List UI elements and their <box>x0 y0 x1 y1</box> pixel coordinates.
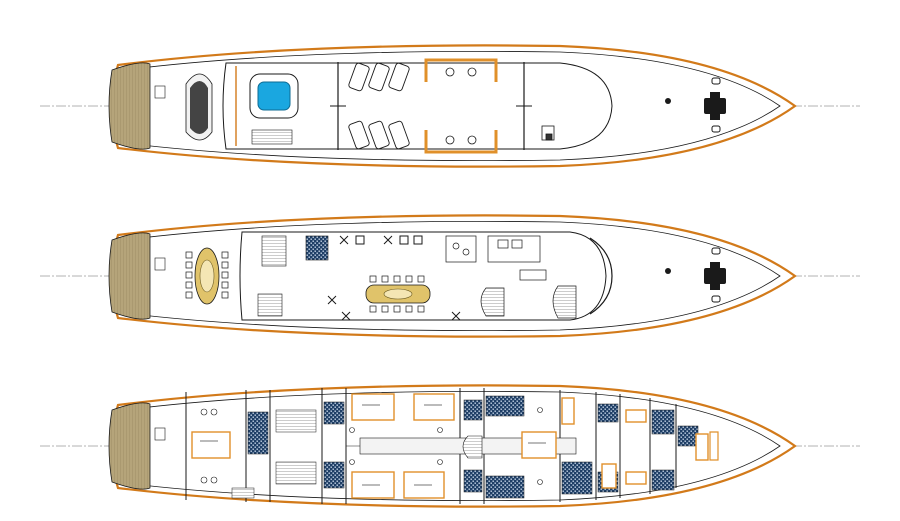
sunbed-icon <box>388 62 410 92</box>
main-deck <box>40 214 860 338</box>
sunbed-icon <box>368 62 390 92</box>
spiral-stair-fore <box>552 285 577 319</box>
day-head <box>305 235 329 261</box>
hull-inner-line <box>123 50 781 162</box>
sun-deck <box>40 44 860 168</box>
sunbeds <box>348 62 410 150</box>
aft-stairs-lower <box>257 293 283 317</box>
anchor-windlass-icon <box>665 77 726 133</box>
washbasins <box>200 407 543 485</box>
hull-inner-line <box>123 220 781 332</box>
aft-dining <box>185 247 229 305</box>
sunbed-icon <box>368 120 390 150</box>
stern-box <box>154 257 166 271</box>
sunbed-icon <box>348 120 370 150</box>
superstructure <box>222 62 613 150</box>
chair-icon <box>369 275 425 313</box>
wheelhouse-console <box>589 237 613 315</box>
saloon-dining <box>365 275 431 313</box>
sunbed-icon <box>348 62 370 92</box>
table-icon <box>445 67 477 145</box>
sun-deck-stairs <box>251 129 293 145</box>
mast-aft <box>330 62 346 150</box>
saloon-chairs <box>327 235 461 321</box>
lounge-sofas <box>424 58 498 154</box>
wet-rooms <box>247 395 699 499</box>
hull-inner-line <box>123 390 781 502</box>
jacuzzi <box>249 73 299 119</box>
engine-room-stairs <box>275 409 317 485</box>
sunbed-icon <box>388 120 410 150</box>
stern-box <box>154 85 166 99</box>
tender <box>185 73 213 141</box>
swim-platform <box>108 62 151 150</box>
mast-fore <box>516 62 532 150</box>
swim-platform <box>108 402 151 490</box>
helm-station <box>541 125 555 141</box>
spiral-stair <box>480 287 505 317</box>
galley <box>445 235 547 281</box>
lower-deck <box>40 384 860 508</box>
interior-walls <box>185 388 677 504</box>
bow-void <box>709 431 719 461</box>
swim-platform <box>108 232 151 320</box>
crew-stairs <box>231 487 255 499</box>
chair-icon <box>185 251 229 299</box>
aft-stairs <box>261 235 287 267</box>
cabin-labels <box>200 404 546 486</box>
stern-box <box>154 427 166 441</box>
spiral-stair <box>462 435 483 459</box>
anchor-windlass-icon <box>665 247 726 303</box>
